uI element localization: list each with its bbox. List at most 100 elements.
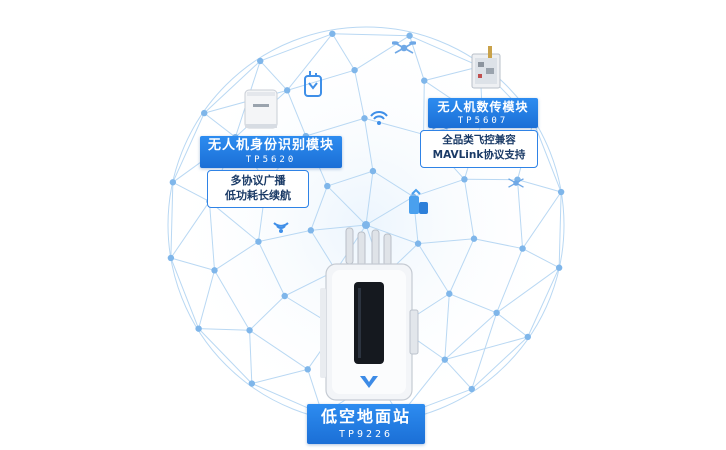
network-link (496, 267, 560, 314)
network-link (517, 179, 562, 193)
network-node (519, 245, 526, 252)
network-node (468, 385, 475, 393)
network-node (351, 66, 358, 74)
network-link (203, 112, 236, 138)
network-link (209, 201, 259, 243)
network-link (363, 118, 374, 172)
network-link (417, 243, 450, 295)
network-link (516, 179, 524, 249)
network-link (496, 248, 524, 313)
network-link (172, 181, 210, 202)
network-link (423, 80, 425, 135)
ground-station-code: TP9226 (338, 429, 394, 440)
datalink-module-device-image (471, 46, 501, 89)
network-link (198, 270, 215, 329)
network-link (527, 267, 560, 338)
network-link (305, 117, 365, 137)
network-node (329, 30, 336, 37)
network-node (255, 238, 262, 245)
ground-station-device-image (320, 227, 419, 401)
id-module-features-box: 多协议广播 低功耗长续航 (207, 170, 309, 208)
network-link (496, 312, 529, 338)
id-module-device-image (244, 89, 278, 129)
network-node (557, 188, 565, 196)
network-link (444, 336, 528, 361)
id-module-feature-1: 多协议广播 (230, 174, 286, 187)
network-link (354, 70, 365, 119)
network-node (493, 309, 500, 317)
network-link (331, 33, 356, 71)
network-node (257, 57, 264, 65)
network-link (208, 201, 216, 271)
network-link (257, 241, 286, 297)
network-link (444, 293, 450, 360)
network-node (246, 327, 253, 334)
network-link (310, 224, 367, 231)
network-node (211, 267, 218, 274)
network-link (310, 230, 337, 271)
network-node (361, 115, 368, 122)
network-node (421, 77, 428, 84)
network-link (413, 178, 465, 198)
network-link (286, 90, 307, 137)
drone-icon (508, 178, 524, 188)
network-link (258, 229, 311, 243)
network-node (441, 356, 449, 363)
network-link (198, 328, 253, 384)
network-node (281, 292, 288, 300)
network-link (409, 35, 481, 67)
phone-signal-icon (304, 71, 322, 97)
network-link (332, 33, 410, 37)
datalink-module-title: 无人机数传模块 (437, 100, 529, 114)
network-link (463, 179, 475, 239)
network-link (251, 368, 308, 385)
network-link (198, 328, 250, 331)
id-module-feature-2: 低功耗长续航 (225, 189, 291, 202)
datalink-module-features-box: 全品类飞控兼容 MAVLink协议支持 (420, 130, 538, 168)
network-link (471, 336, 529, 390)
network-node (414, 240, 422, 247)
network-node (555, 264, 563, 271)
network-node (446, 290, 453, 297)
id-module-code: TP5620 (245, 155, 297, 165)
network-link (448, 238, 475, 294)
network-link (522, 248, 560, 269)
ground-station-title-box: 低空地面站 TP9226 (307, 404, 425, 444)
network-link (365, 224, 419, 245)
network-link (354, 35, 410, 71)
network-node (324, 182, 331, 190)
tower-icon (409, 188, 428, 214)
datalink-module-title-box: 无人机数传模块 TP5607 (428, 98, 538, 128)
network-link (444, 359, 473, 390)
network-node (201, 109, 208, 117)
ground-station-title: 低空地面站 (320, 407, 411, 426)
network-link (326, 185, 367, 226)
datalink-module-code: TP5607 (457, 116, 509, 126)
network-node (195, 325, 202, 332)
datalink-module-feature-2: MAVLink协议支持 (432, 149, 526, 161)
network-link (364, 117, 424, 135)
network-node (307, 227, 315, 234)
network-link (558, 192, 562, 268)
wifi-signal-icon (370, 111, 388, 125)
datalink-module-feature-1: 全品类飞控兼容 (442, 134, 516, 146)
network-link (286, 33, 333, 91)
network-node (362, 221, 370, 229)
network-link (170, 201, 210, 259)
network-link (249, 330, 253, 384)
network-link (249, 329, 308, 370)
network-link (214, 270, 251, 331)
network-link (473, 238, 523, 250)
network-link (449, 293, 497, 314)
id-module-title-box: 无人机身份识别模块 TP5620 (200, 136, 342, 168)
network-link (522, 191, 562, 249)
network-link (170, 257, 215, 271)
network-link (365, 196, 414, 226)
network-link (170, 182, 174, 258)
network-node (169, 179, 177, 186)
network-link (365, 171, 374, 226)
drone-icon (392, 41, 416, 54)
network-link (259, 60, 288, 91)
network-link (260, 33, 333, 62)
